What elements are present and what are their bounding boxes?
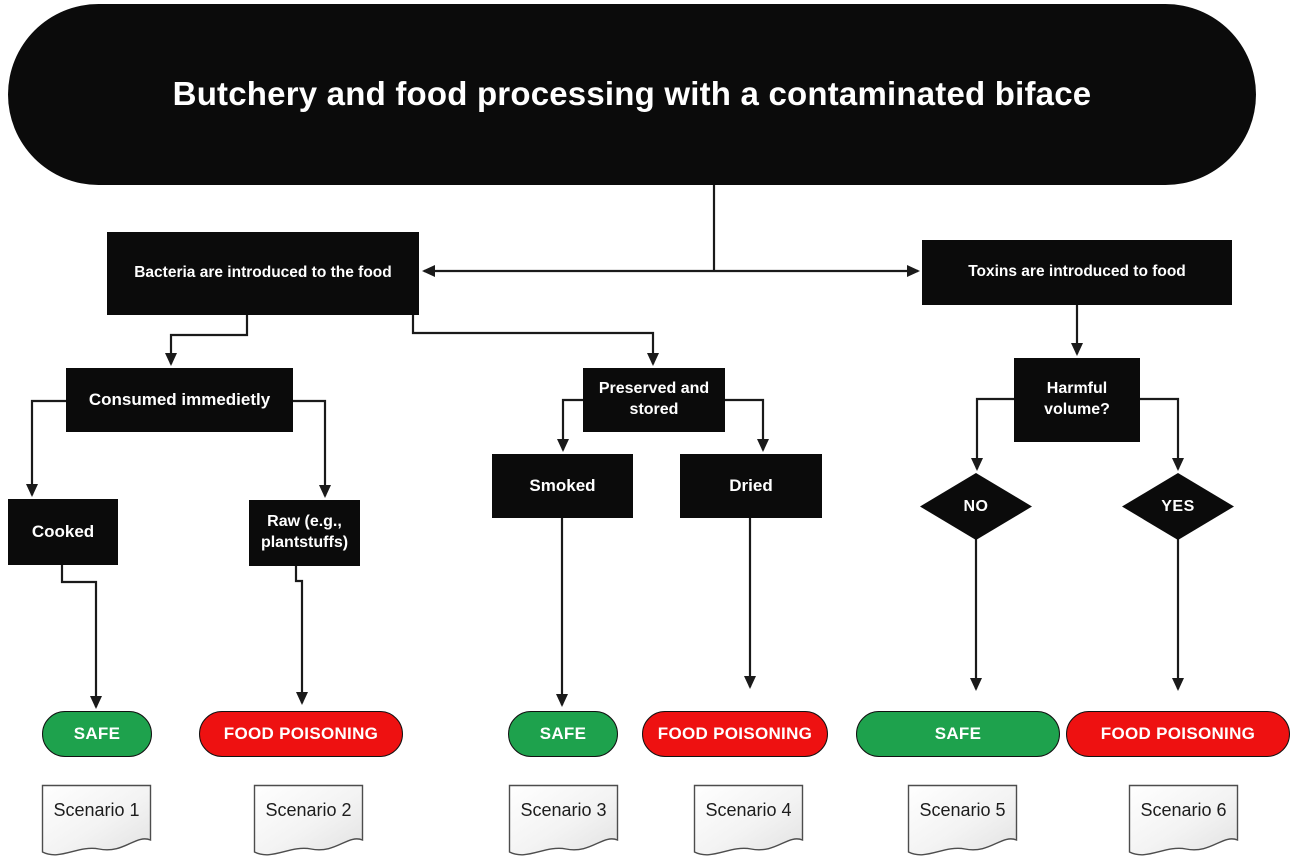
outcome-label: SAFE [934,724,982,743]
node-label: Bacteria are introduced to the food [134,264,392,282]
node-label: Consumed immedietly [88,389,271,409]
scenario-doc-4: Scenario 4 [693,784,804,862]
title-node: Butchery and food processing with a cont… [8,4,1256,185]
decision-label: YES [1161,497,1195,515]
edge-preserved-smoked [557,398,584,452]
scenario-label: Scenario 2 [265,800,352,820]
node-smoked: Smoked [492,454,633,518]
document-shape-icon [693,784,804,856]
outcome-label: FOOD POISONING [657,724,813,743]
node-consumed-immediately: Consumed immedietly [66,368,293,432]
scenario-doc-1: Scenario 1 [41,784,152,862]
edge-consumed-cooked [26,399,67,497]
outcome-safe-5: SAFE [856,711,1060,757]
scenario-doc-2: Scenario 2 [253,784,364,862]
title-text: Butchery and food processing with a cont… [172,75,1092,113]
outcome-food-poisoning-6: FOOD POISONING [1066,711,1290,757]
scenario-label: Scenario 5 [919,800,1006,820]
decision-label: NO [963,497,989,515]
node-dried: Dried [680,454,822,518]
document-shape-icon [41,784,152,856]
outcome-label: SAFE [73,724,121,743]
scenario-label: Scenario 1 [53,800,140,820]
edge-raw-poison2 [294,566,308,705]
document-shape-icon [508,784,619,856]
node-harmful-volume: Harmful volume? [1014,358,1140,442]
node-label: Smoked [529,475,596,495]
document-shape-icon [1128,784,1239,856]
outcome-safe-3: SAFE [508,711,618,757]
document-shape-icon [253,784,364,856]
node-bacteria-introduced: Bacteria are introduced to the food [107,232,419,315]
node-label: Cooked [31,521,95,541]
edge-consumed-raw [292,399,331,498]
scenario-doc-5: Scenario 5 [907,784,1018,862]
edge-cooked-safe1 [60,564,102,709]
outcome-label: SAFE [539,724,587,743]
outcome-food-poisoning-4: FOOD POISONING [642,711,828,757]
scenario-label: Scenario 6 [1140,800,1227,820]
outcome-safe-1: SAFE [42,711,152,757]
edge-preserved-dried [724,398,769,452]
node-raw-plantstuffs: Raw (e.g., plantstuffs) [249,500,360,566]
edge-harmful-no [971,397,1015,471]
edge-bacteria-consumed [165,314,249,366]
scenario-label: Scenario 3 [520,800,607,820]
node-label: Harmful volume? [1044,380,1110,418]
scenario-label: Scenario 4 [705,800,792,820]
node-cooked: Cooked [8,499,118,565]
node-preserved-stored: Preserved and stored [583,368,725,432]
scenario-doc-3: Scenario 3 [508,784,619,862]
edge-harmful-yes [1139,397,1184,471]
document-shape-icon [907,784,1018,856]
node-label: Raw (e.g., plantstuffs) [260,513,349,551]
outcome-label: FOOD POISONING [223,724,379,743]
outcome-label: FOOD POISONING [1100,724,1256,743]
edge-bacteria-preserved [411,314,659,366]
scenario-doc-6: Scenario 6 [1128,784,1239,862]
node-toxins-introduced: Toxins are introduced to food [922,240,1232,305]
node-label: Toxins are introduced to food [968,263,1186,281]
node-label: Dried [729,475,773,495]
outcome-food-poisoning-2: FOOD POISONING [199,711,403,757]
node-label: Preserved and stored [598,380,710,418]
